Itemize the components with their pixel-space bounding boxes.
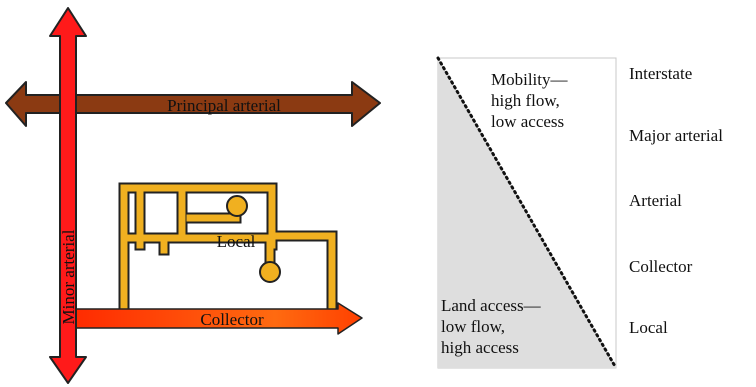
level-collector: Collector bbox=[629, 257, 693, 276]
level-interstate: Interstate bbox=[629, 64, 692, 83]
mobility-access-diagram: Mobility— high flow, low access Land acc… bbox=[436, 56, 723, 370]
minor-arterial-road bbox=[49, 7, 87, 384]
land-access-line-1: Land access— bbox=[441, 296, 542, 315]
local-label: Local bbox=[217, 232, 256, 251]
cul-de-sac-lower bbox=[259, 261, 281, 283]
mobility-access-diagonal bbox=[436, 56, 618, 370]
land-access-line-2: low flow, bbox=[441, 317, 505, 336]
local-streets-fill bbox=[120, 184, 336, 316]
land-access-text: Land access— low flow, high access bbox=[441, 296, 545, 357]
mobility-line-1: Mobility— bbox=[491, 70, 569, 89]
mobility-line-2: high flow, bbox=[491, 91, 560, 110]
mobility-text: Mobility— high flow, low access bbox=[491, 70, 572, 131]
level-major-arterial: Major arterial bbox=[629, 126, 723, 145]
level-arterial: Arterial bbox=[629, 191, 682, 210]
mobility-line-3: low access bbox=[491, 112, 564, 131]
minor-arterial-label: Minor arterial bbox=[59, 229, 78, 324]
collector-label: Collector bbox=[200, 310, 264, 329]
road-network-diagram: Principal arterial Minor arterial Local … bbox=[5, 7, 381, 384]
level-local: Local bbox=[629, 318, 668, 337]
principal-arterial-road bbox=[5, 81, 381, 127]
principal-arterial-label: Principal arterial bbox=[167, 96, 281, 115]
road-levels: Interstate Major arterial Arterial Colle… bbox=[629, 64, 723, 337]
collector-road bbox=[71, 302, 363, 335]
cul-de-sac-upper bbox=[226, 195, 248, 217]
land-access-line-3: high access bbox=[441, 338, 519, 357]
